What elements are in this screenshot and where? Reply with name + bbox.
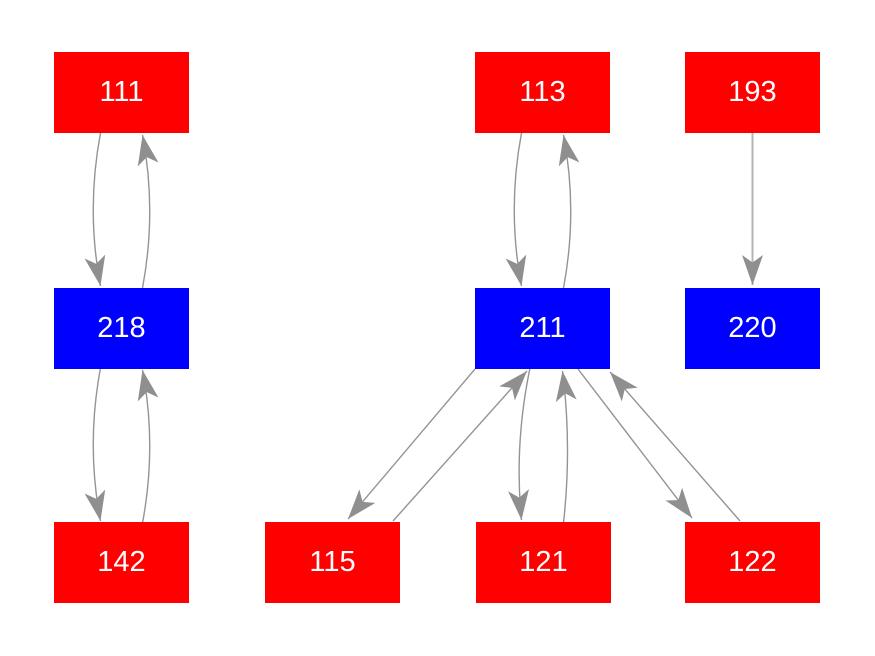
edge-218-142 (84, 367, 106, 522)
node-220[interactable]: 220 (685, 288, 820, 369)
node-121[interactable]: 121 (476, 522, 611, 603)
node-218[interactable]: 218 (54, 288, 189, 369)
edge-115-211 (392, 370, 528, 522)
edge-111-218 (84, 132, 106, 287)
edge-113-211 (505, 132, 527, 287)
edge-121-211 (555, 370, 577, 524)
edge-122-211 (609, 371, 741, 522)
edge-211-122 (577, 368, 693, 519)
edge-211-113 (558, 134, 580, 289)
edge-218-111 (137, 134, 159, 289)
node-111[interactable]: 111 (54, 52, 189, 133)
edge-211-115 (347, 368, 476, 520)
node-193[interactable]: 193 (685, 52, 820, 133)
node-115[interactable]: 115 (265, 522, 400, 603)
node-142[interactable]: 142 (54, 522, 189, 603)
node-122[interactable]: 122 (685, 522, 820, 603)
edge-142-218 (137, 369, 159, 524)
node-211[interactable]: 211 (475, 288, 610, 369)
edge-211-121 (508, 367, 531, 521)
node-113[interactable]: 113 (475, 52, 610, 133)
